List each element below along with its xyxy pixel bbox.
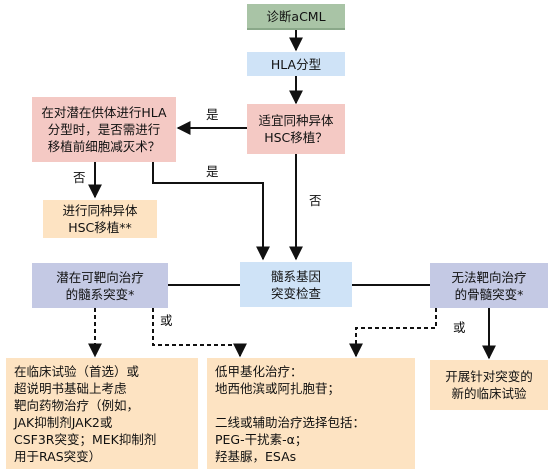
node-suitable-text: 适宜同种异体 HSC移植？: [258, 113, 334, 145]
dashed-arrow-untargetable-to-hypomethyl: [349, 308, 437, 358]
node-hypomethyl: 低甲基化治疗： 地西他滨或阿扎胞苷； 二线或辅助治疗选择包括： PEG-干扰素-…: [207, 358, 415, 469]
node-untargetable: 无法靶向治疗 的骨髓突变*: [430, 263, 548, 308]
node-hla-text: HLA分型: [270, 56, 322, 72]
node-trial-text: 在临床试验（首选）或 超说明书基础上考虑 靶向药物治疗（例如， JAK抑制剂JA…: [14, 363, 157, 464]
arrow-question-yes-to-check: [152, 162, 270, 261]
node-newtrial-text: 开展针对突变的 新的临床试验: [445, 369, 533, 401]
node-untargetable-text: 无法靶向治疗 的骨髓突变*: [451, 269, 527, 302]
node-allo-text: 进行同种异体 HSC移植**: [62, 203, 138, 235]
label-or-left: 或: [160, 313, 173, 328]
node-newtrial: 开展针对突变的 新的临床试验: [430, 360, 548, 410]
label-no-center: 否: [309, 193, 322, 208]
node-suitable: 适宜同种异体 HSC移植？: [247, 104, 345, 154]
node-check: 髓系基因 突变检查: [240, 262, 352, 307]
label-or-right: 或: [453, 320, 466, 335]
node-question-text: 在对潜在供体进行HLA 分型时，是否需进行 移植前细胞减灭术？: [41, 105, 167, 154]
node-hla: HLA分型: [247, 52, 345, 76]
dashed-arrow-targetable-to-hypomethyl: [152, 308, 247, 358]
label-yes-top: 是: [206, 107, 219, 122]
node-trial: 在临床试验（首选）或 超说明书基础上考虑 靶向药物治疗（例如， JAK抑制剂JA…: [6, 358, 198, 469]
node-hypomethyl-text: 低甲基化治疗： 地西他滨或阿扎胞苷； 二线或辅助治疗选择包括： PEG-干扰素-…: [215, 363, 366, 464]
node-diagnose-text: 诊断aCML: [266, 8, 326, 24]
node-targetable: 潜在可靶向治疗 的髓系突变*: [32, 263, 168, 308]
node-diagnose: 诊断aCML: [247, 4, 345, 30]
label-yes-mid: 是: [206, 164, 219, 179]
node-check-text: 髓系基因 突变检查: [270, 268, 321, 301]
label-no-left: 否: [73, 170, 86, 185]
node-allo: 进行同种异体 HSC移植**: [43, 200, 157, 238]
node-targetable-text: 潜在可靶向治疗 的髓系突变*: [56, 269, 144, 302]
node-question: 在对潜在供体进行HLA 分型时，是否需进行 移植前细胞减灭术？: [32, 97, 176, 162]
